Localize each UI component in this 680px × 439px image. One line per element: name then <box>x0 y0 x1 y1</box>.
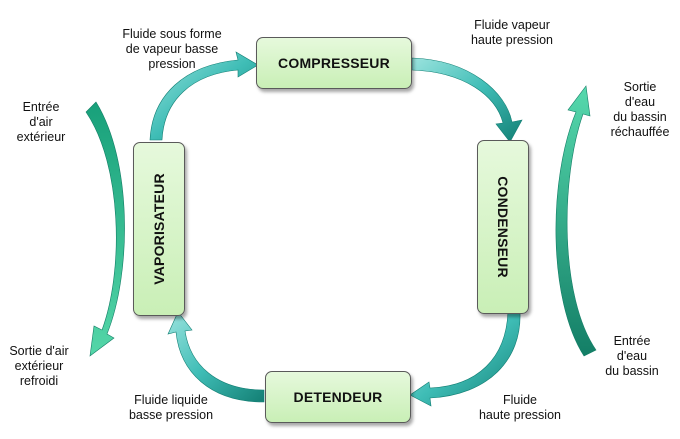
condenser-label: CONDENSEUR <box>495 176 512 278</box>
label-low-pressure-liquid: Fluide liquide basse pression <box>128 393 214 422</box>
label-cooled-air-out: Sortie d'air extérieur refroidi <box>9 344 69 388</box>
arrow-expander-to-evaporator <box>167 311 265 403</box>
compressor-box: COMPRESSEUR <box>256 37 412 89</box>
label-low-pressure-vapor: Fluide sous forme de vapeur basse pressi… <box>122 27 222 71</box>
arrow-outside-air <box>85 101 125 357</box>
expander-box: DETENDEUR <box>265 371 411 423</box>
label-high-pressure-vapor: Fluide vapeur haute pression <box>470 18 553 47</box>
arrow-compressor-to-condenser <box>411 57 523 143</box>
label-outside-air-in: Entrée d'air extérieur <box>16 100 66 144</box>
arrow-pool-water <box>555 85 597 357</box>
arrow-evaporator-to-compressor <box>149 51 259 141</box>
evaporator-box: VAPORISATEUR <box>133 142 185 316</box>
label-heated-water-out: Sortie d'eau du bassin réchauffée <box>610 80 670 139</box>
compressor-label: COMPRESSEUR <box>278 55 390 71</box>
label-high-pressure-fluid: Fluide haute pression <box>478 393 561 422</box>
expander-label: DETENDEUR <box>293 389 383 405</box>
arrow-condenser-to-expander <box>409 311 521 407</box>
label-pool-water-in: Entrée d'eau du bassin <box>605 334 659 378</box>
evaporator-label: VAPORISATEUR <box>151 173 167 285</box>
condenser-box: CONDENSEUR <box>477 140 529 314</box>
